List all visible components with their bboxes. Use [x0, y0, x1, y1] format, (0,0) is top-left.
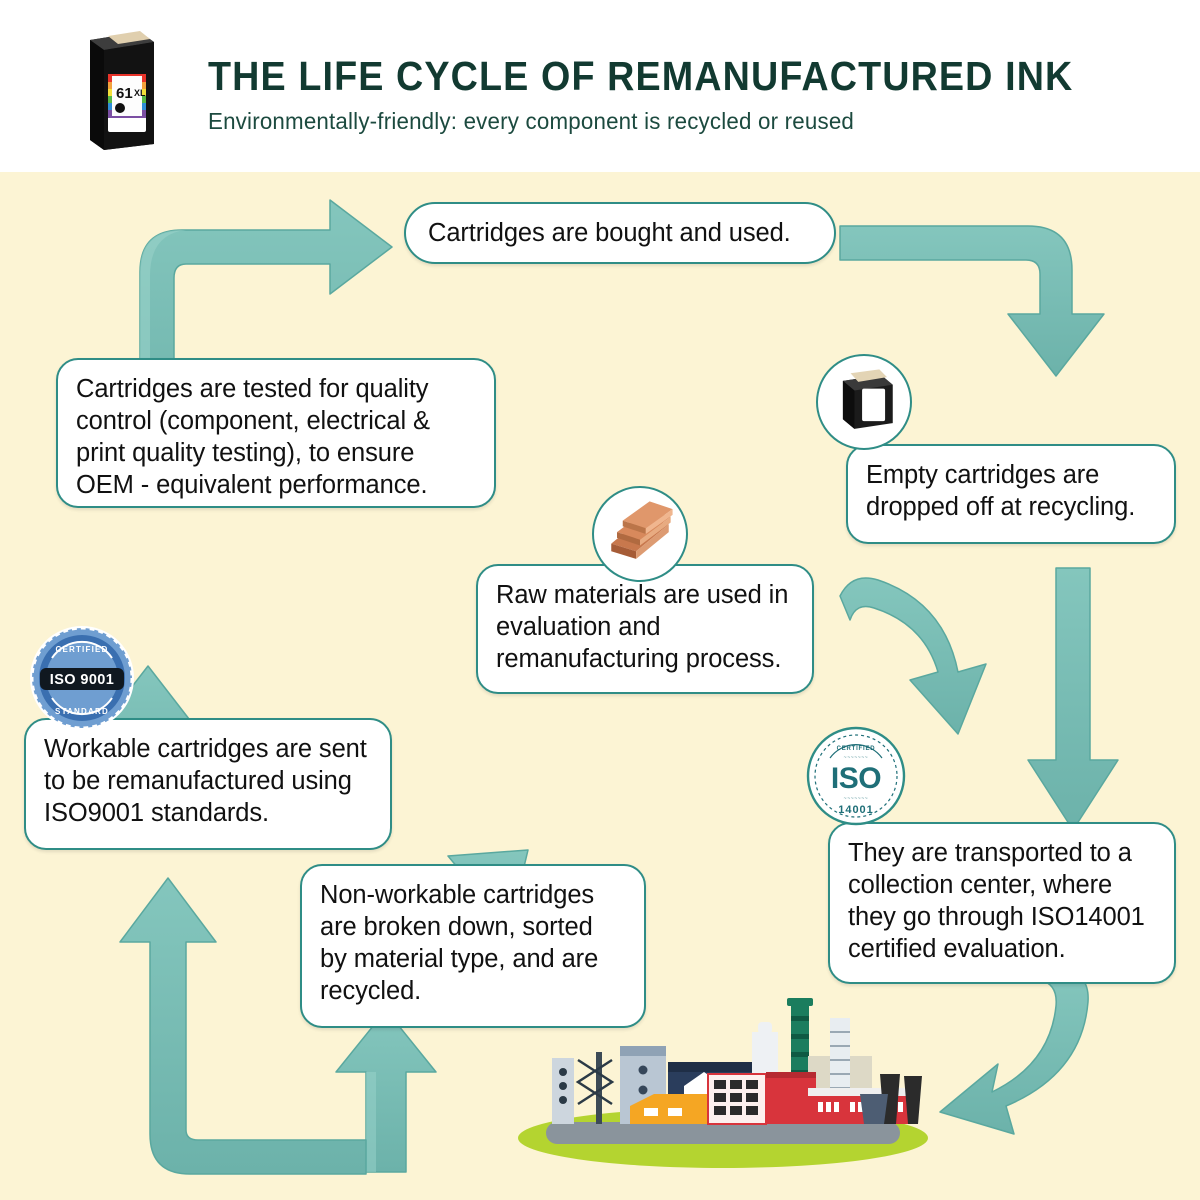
iso-14001-label: ISO: [831, 762, 881, 795]
page-subtitle: Environmentally-friendly: every componen…: [208, 108, 855, 134]
header-bar: 61 XL THE LIFE CYCLE OF REMANUFACTURED I…: [0, 0, 1200, 172]
svg-text:~~~~~~~: ~~~~~~~: [844, 796, 869, 802]
step-text: Cartridges are tested for quality contro…: [76, 375, 430, 500]
step-box-transported-collection-center[interactable]: They are transported to a collection cen…: [828, 822, 1176, 984]
step-text: Workable cartridges are sent to be reman…: [44, 735, 367, 828]
arrow-to-quality: [119, 877, 367, 1175]
iso-9001-badge: CERTIFIED STANDARD ISO 9001: [28, 624, 136, 732]
arrow-to-empty: [839, 225, 1105, 377]
iso-9001-label: ISO 9001: [50, 672, 114, 688]
svg-text:CERTIFIED: CERTIFIED: [837, 746, 876, 752]
factory-illustration: [508, 990, 938, 1170]
arrow-to-transport-straight: [1027, 567, 1119, 831]
step-box-workable-remanufactured[interactable]: Workable cartridges are sent to be reman…: [24, 718, 392, 850]
diagram-canvas: CERTIFIED STANDARD ISO 9001 CERTIFIED ~~…: [0, 172, 1200, 1200]
ink-cartridge-color-icon: 61 XL: [78, 26, 162, 154]
svg-text:~~~~~~~: ~~~~~~~: [844, 755, 869, 761]
step-box-empty-dropped-off[interactable]: Empty cartridges are dropped off at recy…: [846, 444, 1176, 544]
svg-text:61: 61: [116, 85, 133, 102]
step-box-bought-and-used[interactable]: Cartridges are bought and used.: [404, 202, 836, 264]
step-text: Cartridges are bought and used.: [428, 218, 791, 247]
ink-cartridge-black-icon: [816, 354, 912, 450]
step-box-quality-control[interactable]: Cartridges are tested for quality contro…: [56, 358, 496, 508]
lumber-stack-icon: [592, 486, 688, 582]
step-text: Empty cartridges are dropped off at recy…: [866, 461, 1136, 522]
title-block: THE LIFE CYCLE OF REMANUFACTURED INK Env…: [208, 56, 1149, 134]
arrow-to-factory: [939, 971, 1089, 1135]
arrow-to-nonworkable: [335, 1009, 437, 1173]
step-box-non-workable-recycled[interactable]: Non-workable cartridges are broken down,…: [300, 864, 646, 1028]
page-title: THE LIFE CYCLE OF REMANUFACTURED INK: [208, 53, 1074, 99]
svg-text:XL: XL: [134, 88, 146, 98]
step-text: They are transported to a collection cen…: [848, 839, 1145, 964]
step-text: Non-workable cartridges are broken down,…: [320, 881, 599, 1006]
iso-14001-number: 14001: [838, 804, 874, 816]
iso-9001-bottom-text: STANDARD: [55, 707, 109, 716]
iso-9001-top-text: CERTIFIED: [55, 645, 108, 654]
iso-14001-badge: CERTIFIED ~~~~~~~ ISO ~~~~~~~ 14001: [806, 726, 906, 826]
arrow-to-transport-curve: [839, 577, 987, 735]
step-text: Raw materials are used in evaluation and…: [496, 581, 789, 674]
step-box-raw-materials[interactable]: Raw materials are used in evaluation and…: [476, 564, 814, 694]
